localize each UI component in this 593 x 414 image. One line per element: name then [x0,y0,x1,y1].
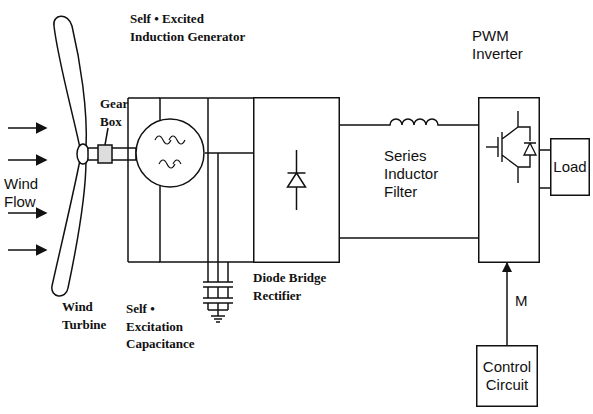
connector [540,149,550,151]
generator-circle: Self • Excited Induction Generator [135,118,205,188]
wind-turbine-label: Wind Turbine [62,298,122,333]
node-label: Diode Bridge Rectifier [253,269,348,304]
wind-turbine [52,16,89,296]
gear-box-label: Gear Box [100,95,150,130]
load-box: Load [550,138,590,196]
node-label: Self • Excited Induction Generator [130,10,260,45]
capacitance-label: Self • Excitation Capacitance [126,300,206,353]
node-label: PWM Inverter [472,27,542,63]
control-box: Control Circuit [476,345,538,407]
connector [340,119,478,125]
edge-label: Series Inductor Filter [384,147,454,201]
generator-wiring [128,98,253,282]
connector [205,152,253,154]
dc-rail [340,237,478,239]
generator-circle-outline [135,118,205,188]
node-label: Control Circuit [479,358,535,394]
rectifier-box-outline [253,97,340,263]
connector [506,263,508,345]
excitation-capacitors [203,282,233,322]
wind-flow-label: Wind Flow [4,175,49,211]
load-wire [540,187,550,189]
node-label: Load [553,158,587,176]
inverter-box-outline [478,97,540,263]
inverter-box: PWM Inverter [478,97,540,263]
rectifier-box: Diode Bridge Rectifier [253,97,340,263]
edge-label: M [515,292,531,310]
gear-box [88,128,136,163]
